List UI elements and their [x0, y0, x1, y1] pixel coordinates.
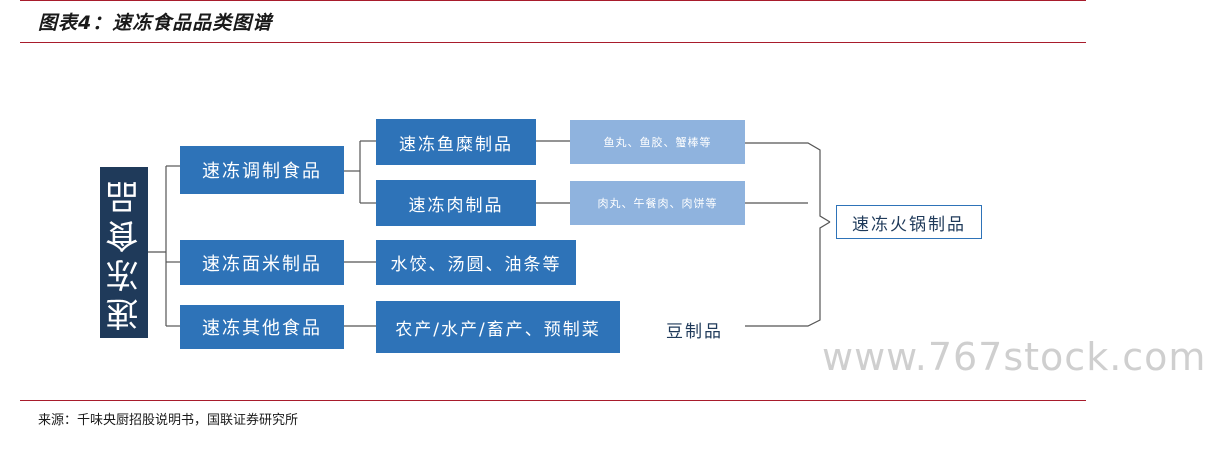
- hotpot-node: 速冻火锅制品: [836, 205, 982, 239]
- node-surimi-label: 速冻鱼糜制品: [399, 134, 513, 155]
- bracket-bottom: [745, 221, 831, 327]
- connector-lines: [148, 140, 831, 327]
- node-other-food: 速冻其他食品: [180, 305, 344, 349]
- source-note: 来源：千味央厨招股说明书，国联证券研究所: [38, 413, 299, 428]
- figure-title: 图表4：速冻食品品类图谱: [38, 12, 273, 34]
- node-farm-products-label: 农产/水产/畜产、预制菜: [395, 319, 601, 340]
- watermark-text: www.767stock.com: [822, 335, 1206, 379]
- node-meat: 速冻肉制品: [376, 180, 536, 226]
- node-farm-products: 农产/水产/畜产、预制菜: [376, 301, 620, 353]
- bracket-top: [745, 142, 831, 223]
- node-other-food-label: 速冻其他食品: [202, 318, 322, 339]
- node-surimi: 速冻鱼糜制品: [376, 119, 536, 165]
- node-flour-rice-label: 速冻面米制品: [202, 253, 322, 275]
- tofu-label: 豆制品: [666, 322, 723, 342]
- node-meat-label: 速冻肉制品: [408, 195, 504, 216]
- leaf-fishballs: 鱼丸、鱼胶、蟹棒等: [570, 120, 745, 164]
- node-dumplings: 水饺、汤圆、油条等: [376, 240, 576, 285]
- node-prepared-food-label: 速冻调制食品: [202, 161, 322, 182]
- root-node: 速冻食品: [100, 167, 148, 338]
- leaf-meatballs: 肉丸、午餐肉、肉饼等: [570, 181, 745, 225]
- title-divider-line: [20, 42, 1086, 43]
- root-label: 速冻食品: [104, 174, 144, 331]
- top-border-line: [20, 0, 1086, 1]
- footer-divider-line: [20, 400, 1086, 401]
- leaf-fishballs-label: 鱼丸、鱼胶、蟹棒等: [603, 136, 712, 149]
- node-flour-rice: 速冻面米制品: [180, 240, 344, 285]
- leaf-meatballs-label: 肉丸、午餐肉、肉饼等: [597, 197, 718, 210]
- node-prepared-food: 速冻调制食品: [180, 146, 344, 194]
- hotpot-label: 速冻火锅制品: [852, 214, 966, 235]
- node-dumplings-label: 水饺、汤圆、油条等: [390, 255, 562, 275]
